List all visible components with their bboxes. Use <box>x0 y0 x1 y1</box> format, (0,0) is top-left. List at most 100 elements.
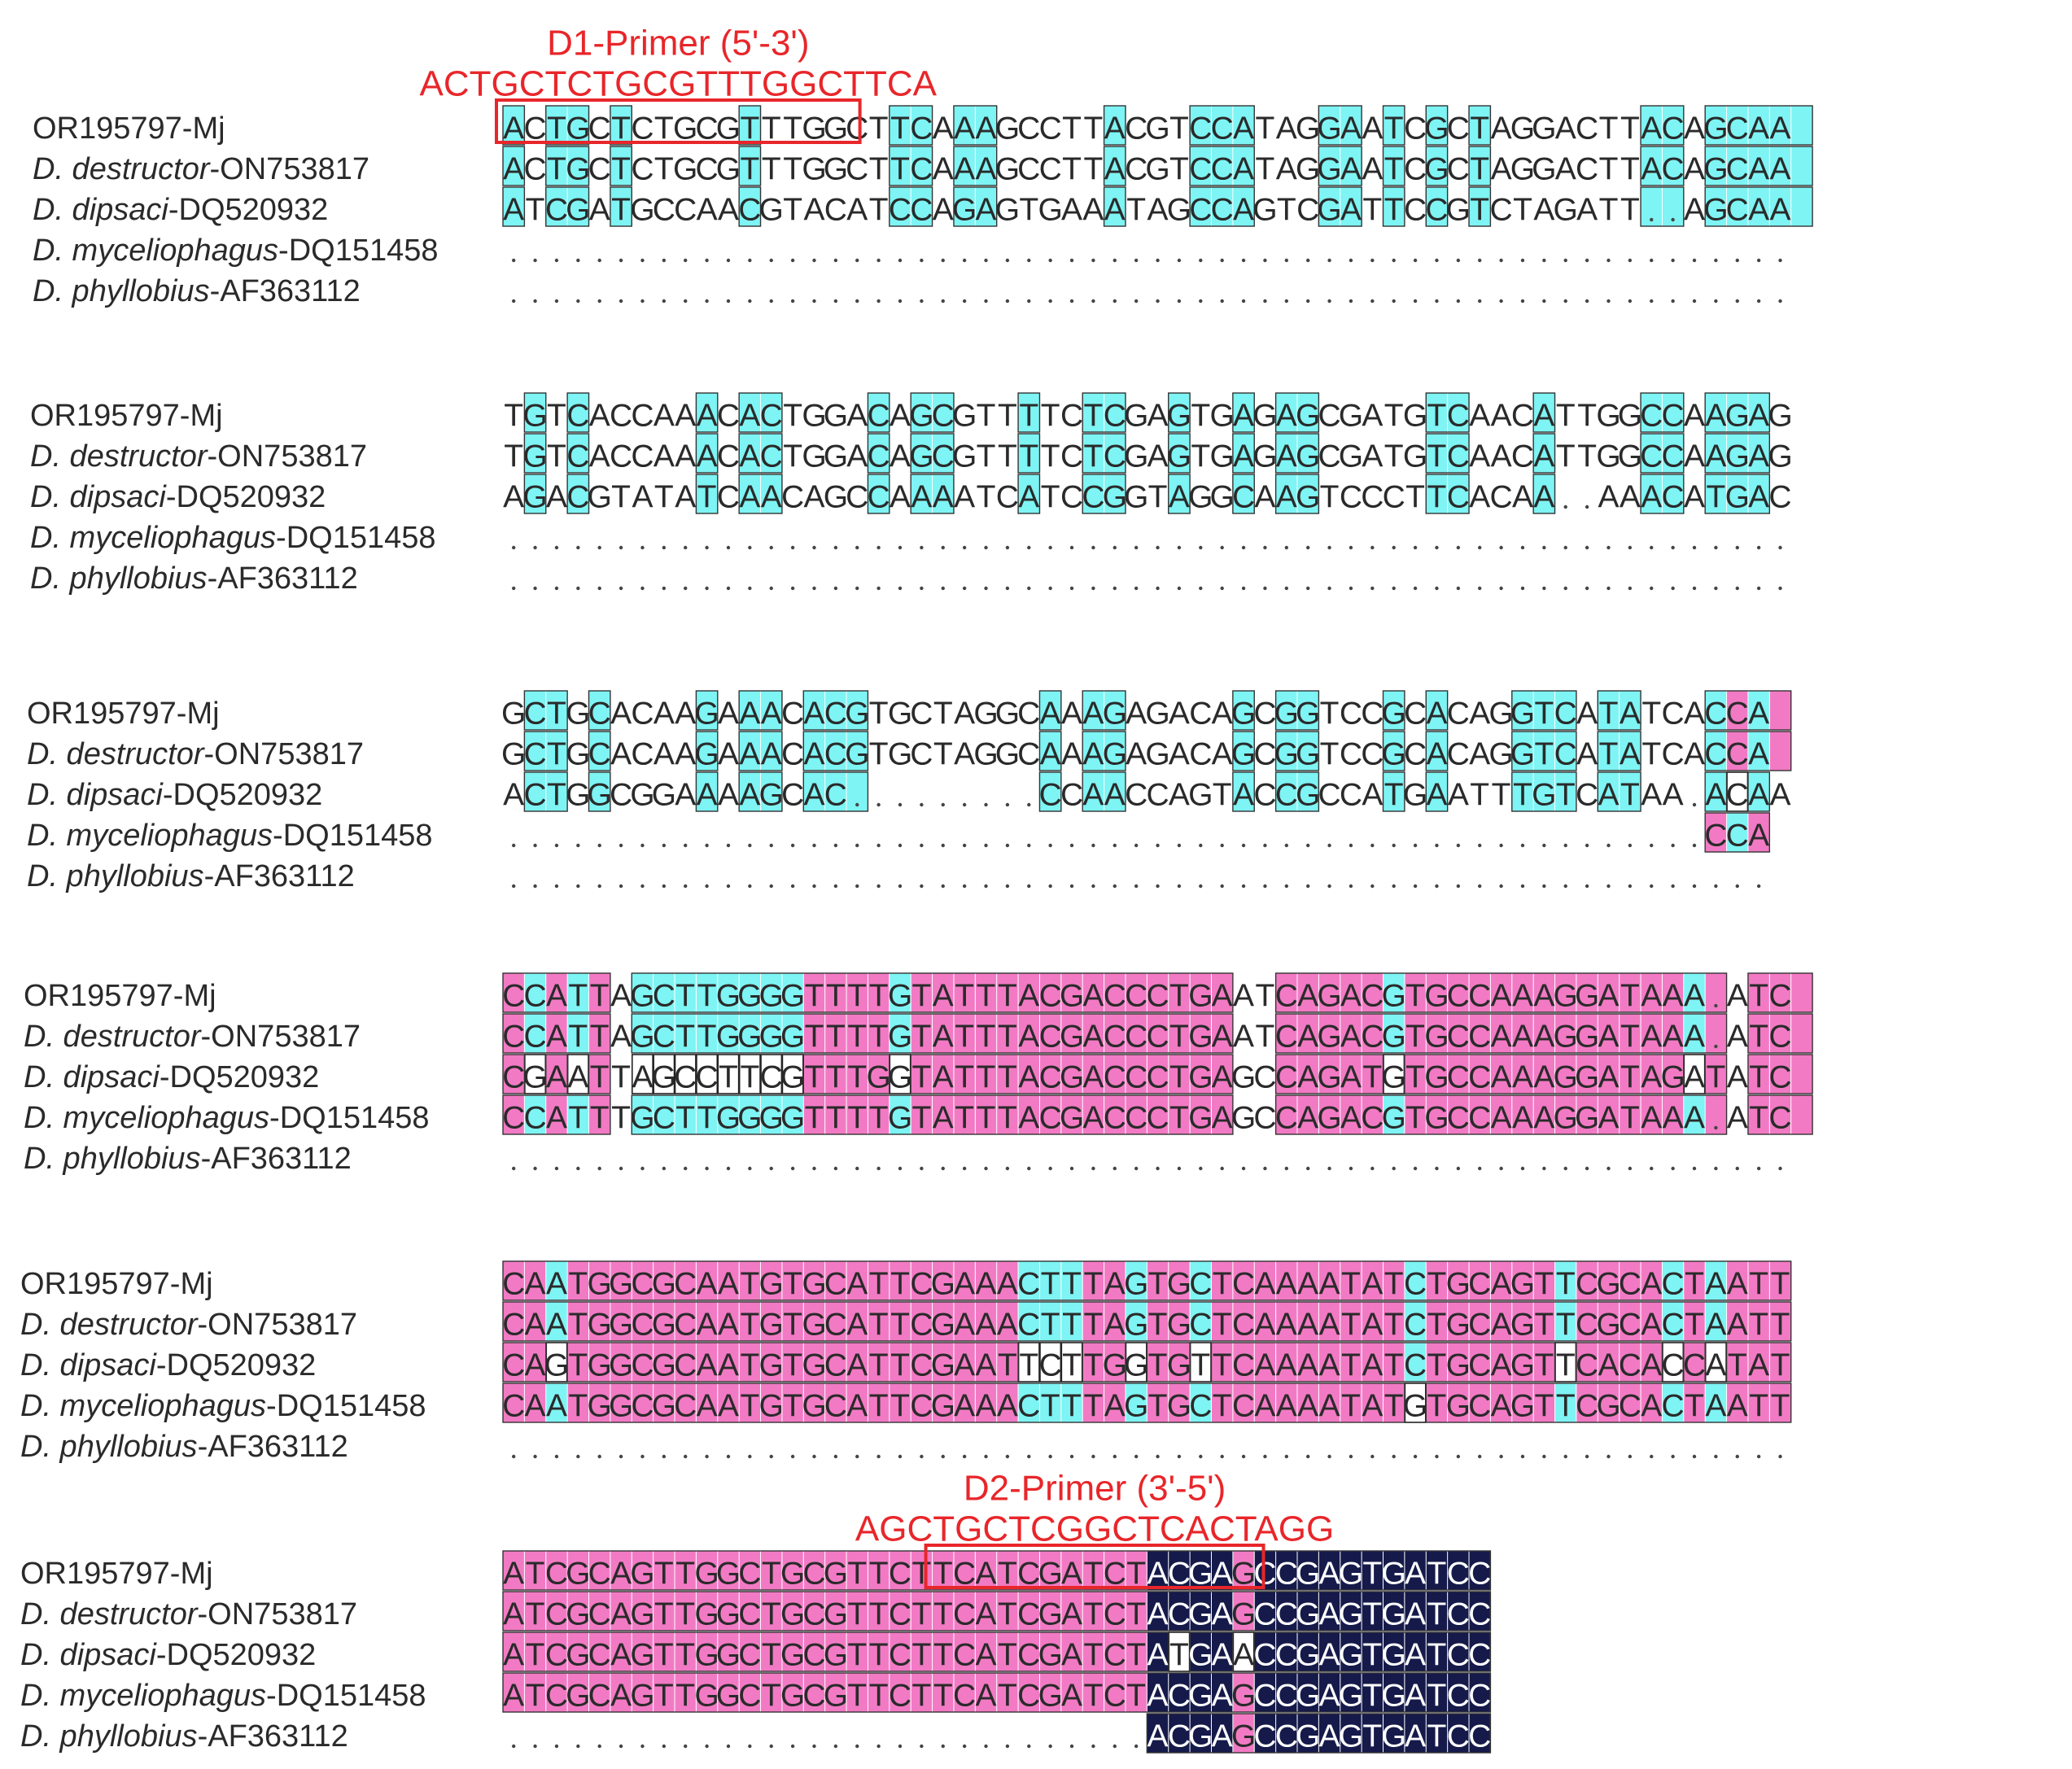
nucleotide: C <box>1468 1019 1491 1054</box>
nucleotide: A <box>1319 1637 1340 1672</box>
nucleotide: T <box>1277 192 1296 227</box>
nucleotide: A <box>1748 151 1769 186</box>
nucleotide: A <box>1469 696 1490 731</box>
nucleotide: A <box>1663 1019 1684 1054</box>
nucleotide: A <box>1212 1678 1233 1713</box>
nucleotide: C <box>1060 777 1083 812</box>
nucleotide: C <box>1468 1556 1491 1591</box>
nucleotide: G <box>780 1059 805 1094</box>
nucleotide: G <box>1145 696 1169 731</box>
nucleotide: T <box>762 1556 781 1591</box>
nucleotide: A <box>1491 1388 1512 1423</box>
shade-cell <box>911 434 933 473</box>
shade-cell <box>1641 106 1662 145</box>
gap-dot <box>833 884 838 889</box>
species-name: D. dipsaci <box>24 1060 160 1094</box>
shade-cell <box>739 187 761 226</box>
nucleotide: G <box>1188 1637 1213 1672</box>
shade-cell <box>1469 146 1490 186</box>
nucleotide: C <box>1189 1307 1212 1342</box>
nucleotide: A <box>761 736 782 771</box>
nucleotide: T <box>590 1100 610 1135</box>
shade-cell <box>1340 187 1362 226</box>
nucleotide: A <box>1770 111 1791 146</box>
gap-dot <box>662 258 667 263</box>
gap-dot <box>1112 1744 1117 1749</box>
gap-dot <box>769 843 773 848</box>
nucleotide: T <box>1384 192 1404 227</box>
nucleotide: C <box>1726 818 1749 853</box>
shade-cell <box>589 973 610 1012</box>
gap-dot <box>511 1166 516 1171</box>
gap-dot <box>1284 1454 1289 1459</box>
shade-outline <box>1425 474 1470 514</box>
nucleotide: G <box>1167 192 1191 227</box>
nucleotide: C <box>1211 192 1234 227</box>
nucleotide: T <box>869 1266 889 1301</box>
gap-dot <box>533 843 537 848</box>
nucleotide: A <box>697 439 718 474</box>
nucleotide: C <box>1039 1019 1062 1054</box>
shade-cell <box>1641 146 1662 186</box>
nucleotide: T <box>1191 398 1210 433</box>
nucleotide: A <box>1533 479 1554 514</box>
shade-cell <box>825 732 846 771</box>
nucleotide: C <box>588 1637 611 1672</box>
gap-dot <box>1027 802 1031 807</box>
nucleotide: G <box>566 696 590 731</box>
shade-cell <box>1769 146 1791 186</box>
gap-dot <box>898 1744 903 1749</box>
nucleotide: G <box>522 1059 547 1094</box>
species-label: D. dipsaci-DQ520932 <box>33 193 328 227</box>
nucleotide: T <box>869 696 889 731</box>
nucleotide: A <box>1727 1266 1748 1301</box>
nucleotide: G <box>1167 1388 1191 1423</box>
nucleotide: A <box>1212 1719 1233 1754</box>
nucleotide: A <box>1297 1059 1318 1094</box>
shade-outline <box>1168 392 1191 433</box>
gap-dot <box>554 586 559 591</box>
gap-dot <box>1478 258 1482 263</box>
nucleotide: C <box>1168 1719 1191 1754</box>
nucleotide: T <box>1620 111 1640 146</box>
nucleotide: G <box>1296 1596 1320 1631</box>
shade-cell <box>1748 393 1769 432</box>
nucleotide: G <box>1510 1388 1535 1423</box>
nucleotide: C <box>1468 1719 1491 1754</box>
gap-dot <box>833 1166 838 1171</box>
shade-cell <box>589 772 610 811</box>
nucleotide: A <box>954 1388 975 1423</box>
nucleotide: G <box>759 777 784 812</box>
gap-dot <box>1413 258 1418 263</box>
nucleotide: T <box>1599 111 1619 146</box>
gap-dot <box>640 299 645 304</box>
nucleotide: T <box>1019 439 1038 474</box>
nucleotide: G <box>1210 439 1235 474</box>
nucleotide: T <box>1191 439 1210 474</box>
nucleotide: T <box>547 398 566 433</box>
nucleotide: C <box>523 736 546 771</box>
shade-cell <box>503 187 524 226</box>
gap-dot <box>941 1454 945 1459</box>
nucleotide: C <box>802 1678 825 1713</box>
nucleotide: A <box>997 1307 1018 1342</box>
nucleotide: T <box>568 1307 588 1342</box>
nucleotide: A <box>1319 1388 1340 1423</box>
nucleotide: A <box>1663 777 1684 812</box>
gap-dot <box>1650 217 1654 222</box>
gap-dot <box>941 843 945 848</box>
nucleotide: A <box>1018 1059 1039 1094</box>
shade-cell <box>1018 973 1039 1012</box>
nucleotide: T <box>1148 1266 1168 1301</box>
nucleotide: G <box>1382 1556 1406 1591</box>
nucleotide: C <box>1726 111 1749 146</box>
nucleotide: A <box>803 777 824 812</box>
nucleotide: G <box>1403 777 1427 812</box>
gap-dot <box>1563 586 1567 591</box>
nucleotide: C <box>1104 978 1126 1013</box>
gap-dot <box>640 1454 645 1459</box>
gap-dot <box>684 1454 688 1459</box>
gap-dot <box>1392 545 1396 550</box>
nucleotide: G <box>566 192 590 227</box>
shade-cell <box>1426 474 1448 513</box>
